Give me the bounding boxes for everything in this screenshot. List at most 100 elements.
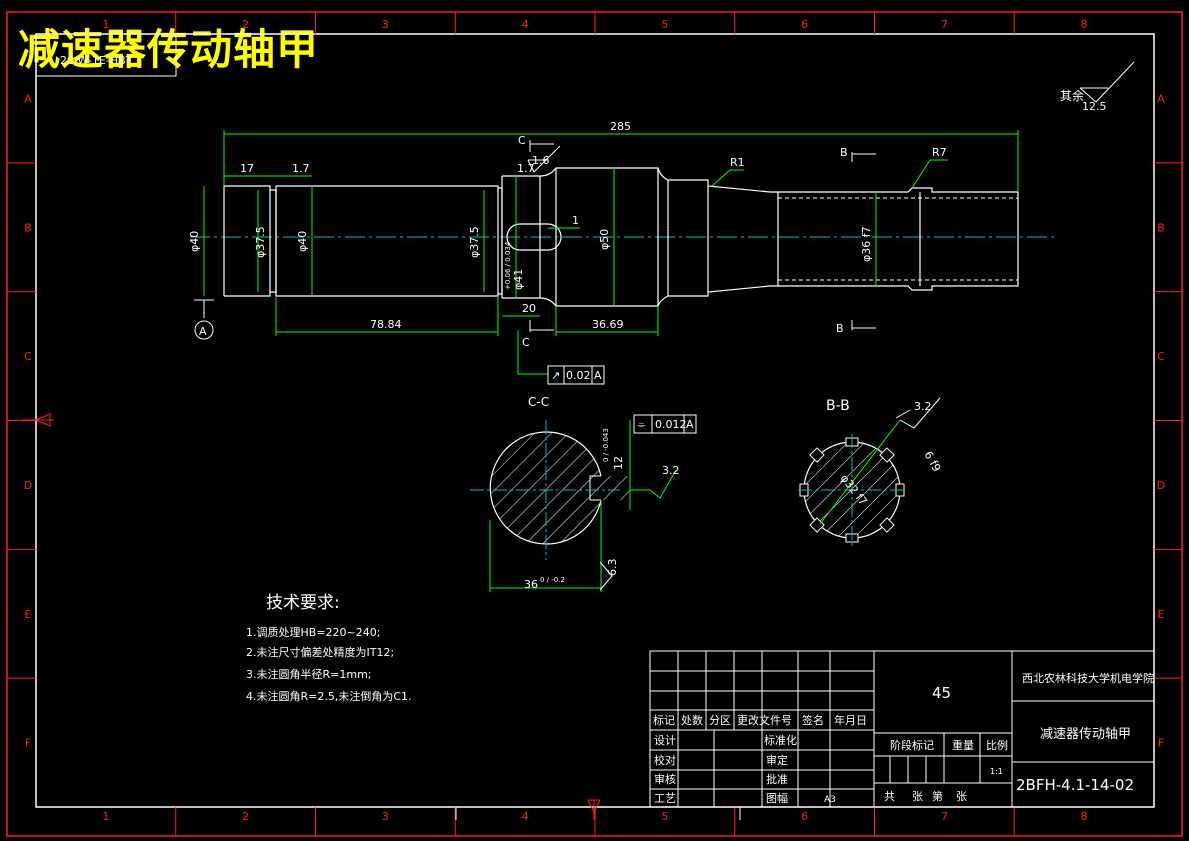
dim-d41-tol: +0.06 / 0.034 xyxy=(504,241,512,290)
dim-d37-5b: φ37.5 xyxy=(468,226,481,258)
section-c-bottom: C xyxy=(522,336,530,349)
zone-col-top-6: 6 xyxy=(801,18,808,31)
dim-d41: φ41 xyxy=(512,269,525,290)
scale-value: 1:1 xyxy=(990,767,1003,776)
part-name: 减速器传动轴甲 xyxy=(1040,727,1131,742)
dim-key-depth: 1 xyxy=(572,214,579,227)
zone-col-top-2: 2 xyxy=(242,18,249,31)
cc-rough-b-symbol xyxy=(599,561,613,591)
rev-header-1: 处数 xyxy=(681,714,703,727)
zone-col-top-1: 1 xyxy=(102,18,109,31)
school-name: 西北农林科技大学机电学院 xyxy=(1022,671,1154,685)
zone-col-bottom-6: 6 xyxy=(801,810,808,823)
dim-r1: R1 xyxy=(730,156,745,169)
cc-symmetry-frame xyxy=(633,414,697,434)
zone-col-top-3: 3 xyxy=(382,18,389,31)
dim-d37-5a: φ37.5 xyxy=(254,226,267,258)
material: 45 xyxy=(932,684,951,702)
dim-d40a: φ40 xyxy=(188,231,201,252)
rev-header-3: 更改文件号 xyxy=(737,713,792,727)
drawing-title: 减速器传动轴甲 xyxy=(18,25,320,74)
cc-symmetry-symbol: ⌯ xyxy=(637,418,646,431)
bottom-center-mark xyxy=(587,799,601,820)
tech-req-2: 2.未注尺寸偏差处精度为IT12; xyxy=(246,645,394,659)
cc-depth-tol: 0 / -0.2 xyxy=(540,576,565,584)
stage-label: 阶段标记 xyxy=(890,738,934,752)
mid-row-2: 批准 xyxy=(766,772,788,786)
mid-row-0: 标准化 xyxy=(764,733,797,747)
cc-width-tol: 0 / -0.043 xyxy=(602,428,610,462)
cc-rough-a: 3.2 xyxy=(662,464,680,477)
tech-req-4: 4.未注圆角R=2.5,未注倒角为C1. xyxy=(246,689,412,703)
roughness-other-label: 其余 xyxy=(1060,88,1084,103)
bb-spline-b: 6 f9 xyxy=(921,449,943,474)
zone-row-left-B: B xyxy=(24,221,32,234)
zone-row-right-E: E xyxy=(1158,608,1165,621)
dim-20: 20 xyxy=(522,302,536,315)
zone-col-top-7: 7 xyxy=(941,18,948,31)
weight-label: 重量 xyxy=(952,738,974,752)
zone-col-bottom-4: 4 xyxy=(522,810,529,823)
dim-overall: 285 xyxy=(610,120,631,133)
zone-col-bottom-7: 7 xyxy=(941,810,948,823)
top-stamp: 20-W-1E-HBT xyxy=(60,54,133,67)
zone-row-right-A: A xyxy=(1157,92,1165,105)
cc-width: 12 xyxy=(612,456,625,470)
section-c-top: C xyxy=(518,134,526,147)
dim-1-7a: 1.7 xyxy=(292,162,310,175)
roughness-other-value: 12.5 xyxy=(1082,100,1107,113)
zone-col-bottom-3: 3 xyxy=(382,810,389,823)
spline-hidden-lines xyxy=(778,197,1018,281)
section-b-bottom: B xyxy=(836,322,844,335)
roughness-1-6-symbol xyxy=(527,145,561,173)
section-b-top: B xyxy=(840,146,848,159)
sheet-info-1: 张 xyxy=(912,790,923,803)
zone-row-right-F: F xyxy=(1158,737,1164,750)
inner-border xyxy=(35,33,1155,808)
cc-symmetry-value: 0.012 xyxy=(655,418,687,431)
zone-row-right-C: C xyxy=(1157,350,1165,363)
cc-depth: 36 xyxy=(524,578,538,591)
mid-row-3: 图幅 xyxy=(766,792,788,805)
left-row-2: 审核 xyxy=(654,772,676,786)
outer-border xyxy=(6,11,1183,837)
cc-title: C-C xyxy=(528,395,549,409)
zone-row-right-D: D xyxy=(1157,479,1165,492)
zone-row-left-A: A xyxy=(24,92,32,105)
rev-header-4: 签名 xyxy=(802,713,824,727)
left-center-mark xyxy=(22,413,54,427)
dim-d50: φ50 xyxy=(598,229,611,250)
tech-req-1: 1.调质处理HB=220~240; xyxy=(246,626,380,639)
runout-value: 0.02 xyxy=(566,369,591,382)
bb-rough-symbol xyxy=(895,397,941,429)
dim-d36f7: φ36 f7 xyxy=(860,226,873,262)
left-row-3: 工艺 xyxy=(654,792,676,805)
left-row-0: 设计 xyxy=(654,734,676,747)
runout-datum: A xyxy=(594,369,602,382)
tech-req-3: 3.未注圆角半径R=1mm; xyxy=(246,667,372,681)
zone-col-top-5: 5 xyxy=(661,18,668,31)
drawing-number: 2BFH-4.1-14-02 xyxy=(1016,776,1134,794)
dimension-lines xyxy=(203,130,1019,375)
zone-row-left-C: C xyxy=(24,350,32,363)
title-block-grid xyxy=(455,650,1155,820)
zone-row-left-F: F xyxy=(25,737,31,750)
sheet-info-0: 共 xyxy=(884,790,895,803)
zone-col-top-4: 4 xyxy=(522,18,529,31)
zone-col-top-8: 8 xyxy=(1081,18,1088,31)
rev-header-5: 年月日 xyxy=(834,713,867,727)
rev-header-0: 标记 xyxy=(653,713,675,727)
sheet-info-3: 张 xyxy=(956,790,967,803)
datum-a: A xyxy=(199,325,207,338)
bb-rough: 3.2 xyxy=(914,400,932,413)
left-row-1: 校对 xyxy=(654,753,676,767)
zone-col-bottom-2: 2 xyxy=(242,810,249,823)
bb-title: B-B xyxy=(826,398,850,414)
dim-r7: R7 xyxy=(932,146,947,159)
zone-row-left-D: D xyxy=(24,479,32,492)
cc-dimension-lines xyxy=(489,420,677,592)
dim-d40b: φ40 xyxy=(296,231,309,252)
section-markers xyxy=(194,140,876,340)
